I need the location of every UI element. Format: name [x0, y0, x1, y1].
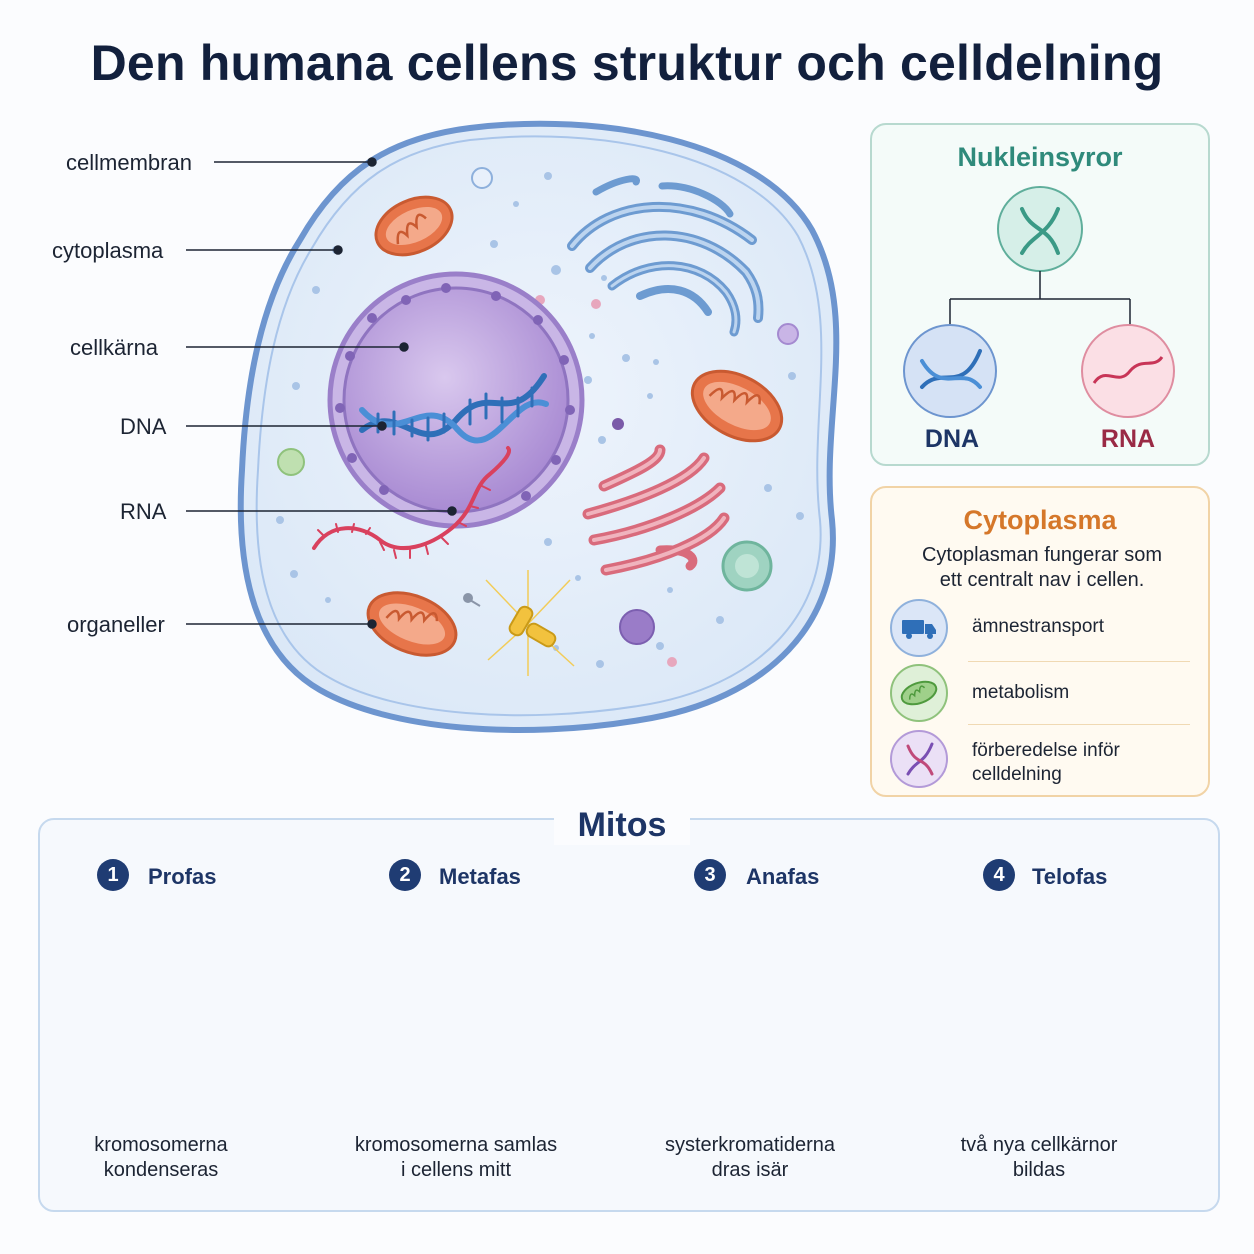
mitochondrion-3	[366, 591, 458, 657]
cyto-item-preparation-line1: förberedelse inför	[972, 740, 1120, 761]
label-organeller: organeller	[67, 612, 165, 637]
label-cytoplasma: cytoplasma	[52, 238, 164, 263]
divider	[968, 661, 1190, 662]
mitochondrion-1	[374, 195, 454, 257]
phase-desc-anafas: systerkromatiderna dras isär	[640, 1133, 860, 1183]
mitochondrion-2	[690, 369, 784, 443]
dna-icon-small	[906, 742, 934, 776]
golgi-apparatus	[567, 175, 764, 337]
nucleic-rna-label: RNA	[1100, 425, 1156, 453]
phase-name-profas: Profas	[148, 864, 217, 889]
rna-icon	[1092, 356, 1164, 384]
cyto-item-transport: ämnestransport	[972, 616, 1105, 637]
mitosis-title: Mitos	[554, 806, 690, 845]
divider	[968, 724, 1190, 725]
dna-helix	[359, 373, 549, 444]
cyto-desc-line2: ett centralt nav i cellen.	[939, 569, 1145, 591]
phase-number-1: 1	[97, 859, 129, 891]
mitosis-panel	[38, 818, 1220, 1212]
phase-desc-line: två nya cellkärnor	[960, 1134, 1118, 1156]
phase-desc-line: bildas	[1012, 1159, 1066, 1181]
label-leaders	[186, 157, 457, 629]
phase-desc-line: kromosomerna samlas	[354, 1134, 558, 1156]
phase-number-4: 4	[983, 859, 1015, 891]
page-title: Den humana cellens struktur och celldeln…	[90, 35, 1164, 91]
cyto-panel-description: Cytoplasman fungerar som ett centralt na…	[882, 543, 1202, 593]
phase-desc-line: dras isär	[711, 1159, 789, 1181]
centrioles	[463, 570, 575, 676]
dna-helix-icon	[1020, 207, 1060, 255]
dna-icon	[920, 349, 982, 389]
nucleic-dna-label: DNA	[924, 425, 980, 453]
phase-desc-line: i cellens mitt	[400, 1159, 512, 1181]
cyto-panel-title: Cytoplasma	[963, 505, 1117, 535]
phase-desc-line: systerkromatiderna	[664, 1134, 836, 1156]
phase-desc-line: kromosomerna	[94, 1134, 228, 1156]
label-dna: DNA	[120, 414, 167, 439]
phase-desc-telofas: två nya cellkärnor bildas	[929, 1133, 1149, 1183]
phase-name-telofas: Telofas	[1032, 864, 1108, 889]
cyto-item-preparation-line2: celldelning	[972, 764, 1062, 785]
label-cellkarna: cellkärna	[70, 335, 159, 360]
phase-number-3: 3	[694, 859, 726, 891]
nucleic-tree	[903, 186, 1175, 418]
rna-strand	[312, 446, 511, 559]
cyto-item-metabolism: metabolism	[972, 682, 1070, 703]
cytoplasm-panel: Cytoplasma Cytoplasman fungerar som ett …	[870, 486, 1210, 797]
nucleic-panel-title: Nukleinsyror	[957, 142, 1123, 172]
phase-desc-metafas: kromosomerna samlas i cellens mitt	[346, 1133, 566, 1183]
phase-name-metafas: Metafas	[439, 864, 521, 889]
phase-name-anafas: Anafas	[746, 864, 820, 889]
vesicles	[276, 167, 804, 668]
cyto-item-preparation: förberedelse inför celldelning	[972, 739, 1120, 787]
label-rna: RNA	[120, 499, 167, 524]
phase-number-2: 2	[389, 859, 421, 891]
endoplasmic-reticulum	[582, 444, 730, 576]
label-cellmembran: cellmembran	[66, 150, 192, 175]
nucleus	[327, 271, 585, 529]
mitochondrion-icon	[900, 680, 938, 706]
truck-icon	[902, 620, 936, 639]
cyto-desc-line1: Cytoplasman fungerar som	[921, 544, 1163, 566]
nucleic-acids-panel: Nukleinsyror DNA RNA	[870, 123, 1210, 466]
cyto-icons	[890, 599, 948, 788]
phase-desc-profas: kromosomerna kondenseras	[51, 1133, 271, 1183]
phase-desc-line: kondenseras	[103, 1159, 219, 1181]
